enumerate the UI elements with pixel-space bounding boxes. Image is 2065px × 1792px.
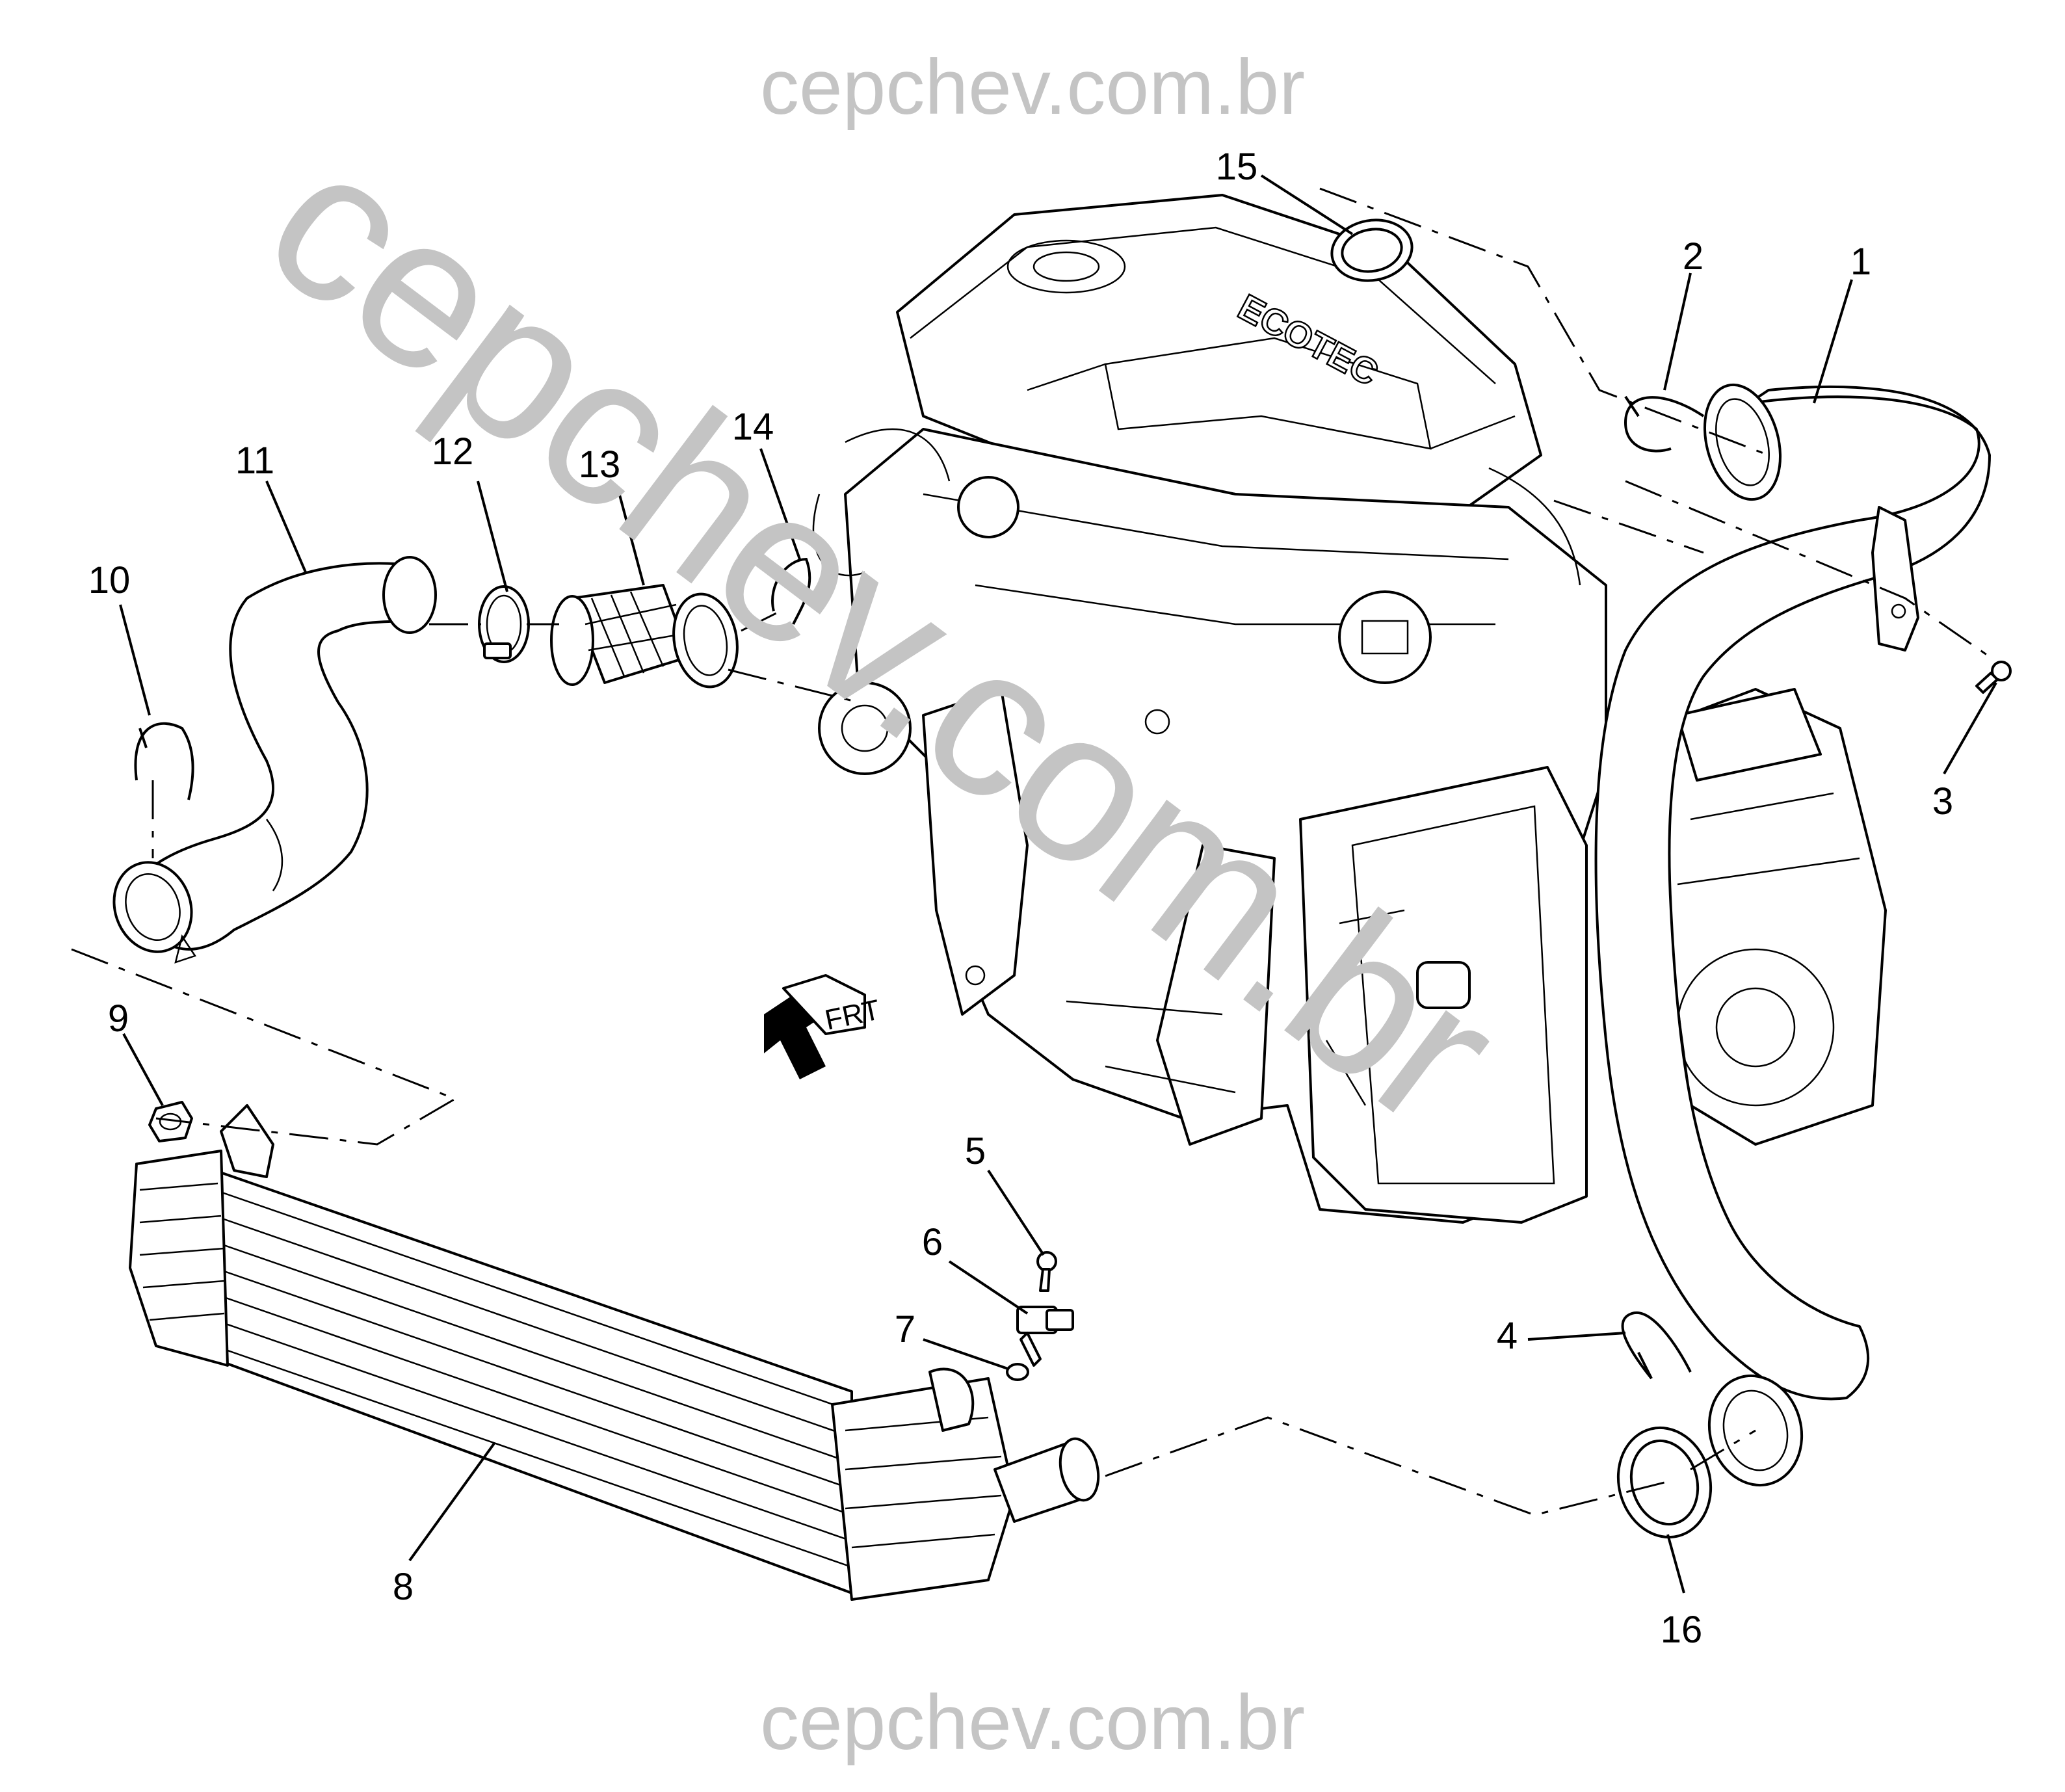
callout-3: 3 bbox=[1932, 780, 1953, 823]
callout-leaders bbox=[119, 174, 1997, 1594]
resonator-retainer-clip bbox=[771, 557, 811, 625]
callout-8: 8 bbox=[393, 1566, 414, 1608]
callout-6: 6 bbox=[922, 1221, 943, 1263]
watermark-bottom: cepchev.com.br bbox=[760, 1679, 1305, 1766]
outlet-pipe-seal bbox=[1616, 1374, 1804, 1539]
callout-9: 9 bbox=[108, 997, 129, 1040]
callout-13: 13 bbox=[579, 443, 621, 486]
callout-15: 15 bbox=[1216, 146, 1258, 188]
sensor-seal bbox=[1006, 1363, 1029, 1381]
bracket-bolt bbox=[1975, 661, 2012, 694]
callout-7: 7 bbox=[895, 1308, 915, 1351]
charge-air-cooler bbox=[129, 1104, 1100, 1601]
callout-numbers: 1 2 3 4 5 6 7 8 9 10 11 12 13 14 15 16 bbox=[88, 146, 1953, 1651]
turbo-outlet-seal bbox=[1330, 218, 1414, 282]
callout-16: 16 bbox=[1661, 1609, 1703, 1651]
front-direction-indicator: FRT bbox=[764, 974, 883, 1079]
callout-14: 14 bbox=[732, 406, 774, 448]
callout-10: 10 bbox=[88, 559, 131, 601]
callout-1: 1 bbox=[1850, 241, 1871, 283]
charge-air-cooler-inlet-hose bbox=[112, 556, 437, 964]
outlet-pipe-lower-clip bbox=[1621, 1311, 1692, 1380]
callout-5: 5 bbox=[965, 1130, 986, 1172]
callout-11: 11 bbox=[235, 440, 274, 482]
callout-4: 4 bbox=[1497, 1315, 1518, 1357]
charge-air-resonator bbox=[550, 584, 739, 689]
assembly-alignment-lines bbox=[71, 187, 1990, 1516]
watermark-top: cepchev.com.br bbox=[760, 44, 1305, 131]
inlet-hose-retainer-clip bbox=[134, 722, 194, 800]
inlet-hose-clamp bbox=[478, 585, 530, 663]
outlet-pipe-retainer-clip bbox=[1624, 395, 1705, 453]
charge-air-pressure-sensor bbox=[1016, 1306, 1074, 1367]
cooler-mounting-nut bbox=[148, 1101, 193, 1142]
engine-assembly: ECOTEC bbox=[812, 194, 1887, 1224]
callout-12: 12 bbox=[432, 430, 474, 473]
callout-2: 2 bbox=[1683, 235, 1703, 278]
sensor-bolt bbox=[1036, 1251, 1057, 1292]
charge-air-cooler-outlet-pipe bbox=[1594, 383, 1991, 1401]
